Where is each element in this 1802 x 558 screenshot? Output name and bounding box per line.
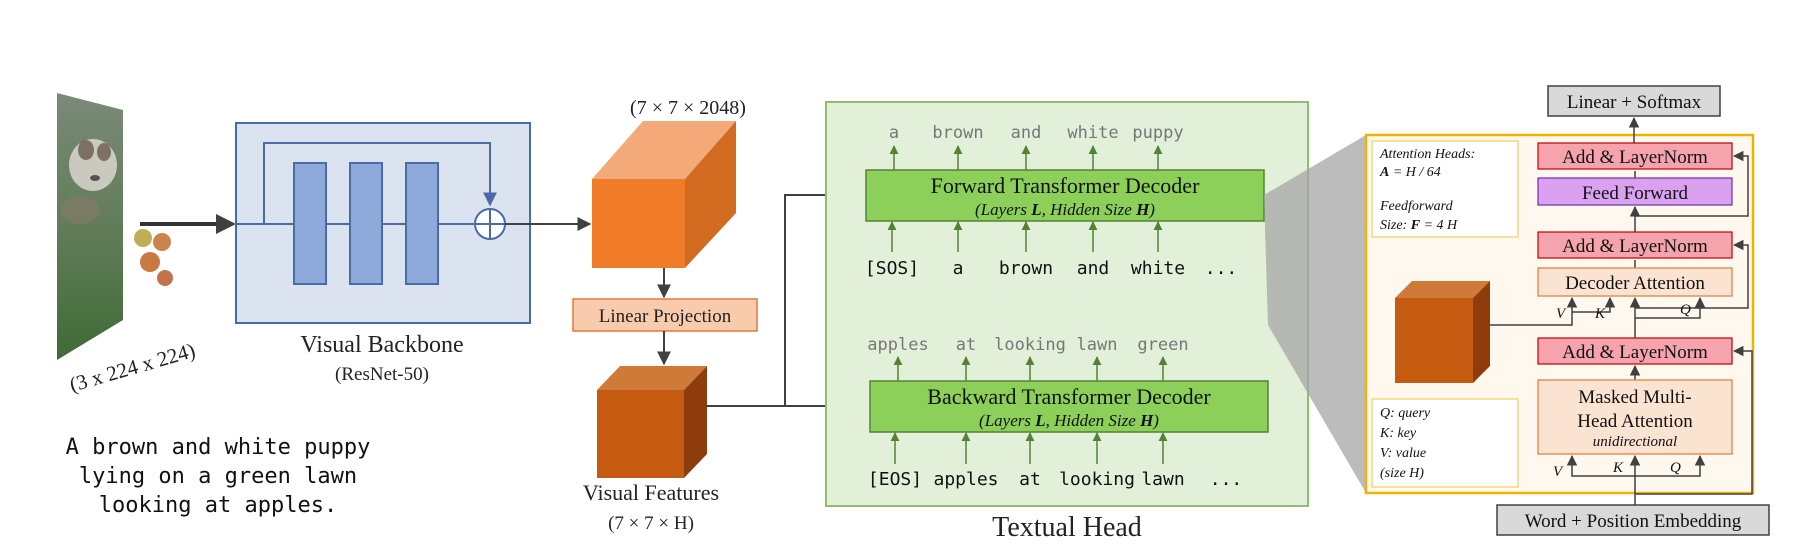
add-norm-label-mid: Add & LayerNorm [1562,236,1708,257]
masked-attention-line1: Masked Multi- [1578,387,1691,408]
backward-decoder-subtitle: (Layers L, Hidden Size H) [979,411,1159,430]
backward-output-tokens: apples at looking lawn green [867,335,1189,381]
masked-attention-line2: Head Attention [1577,411,1693,432]
forward-decoder-subtitle: (Layers L, Hidden Size H) [975,200,1155,219]
resnet-block-3 [405,162,439,285]
linear-projection-label: Linear Projection [599,306,732,327]
add-norm-label-top: Add & LayerNorm [1562,147,1708,168]
embedding-box [1496,504,1770,536]
decoder-attention-box [1537,267,1733,297]
masked-attention-box [1537,379,1733,455]
encoder-cube [1395,281,1490,383]
forward-output-token: a [889,123,899,143]
backward-input-token: at [1019,469,1041,490]
forward-output-tokens: a brown and white puppy [889,123,1184,170]
port-q-upper: Q [1680,302,1691,318]
attn-note-line4: Size: F = 4 H [1380,218,1458,233]
sum-circle-icon [474,208,506,240]
backward-input-token: apples [933,469,998,490]
input-image: (3 x 224 x 224) [57,93,198,397]
visual-features-dims: (7 × 7 × H) [608,513,694,534]
qkv-note-line3: V: value [1380,446,1426,461]
forward-input-tokens: [SOS] a brown and white... [865,221,1238,279]
caption: A brown and white puppy lying on a green… [66,435,371,518]
forward-input-token: [SOS] [865,258,919,279]
feed-forward-label: Feed Forward [1582,183,1689,204]
resnet-block-1 [293,162,327,285]
backward-input-tokens: [EOS] apples at looking lawn... [868,432,1243,490]
backward-decoder-title: Backward Transformer Decoder [927,384,1211,409]
embedding-label: Word + Position Embedding [1525,511,1742,532]
forward-output-token: and [1011,123,1042,143]
forward-output-token: brown [932,123,983,143]
qkv-note-line4: (size H) [1380,466,1424,481]
backbone-title: Visual Backbone [300,332,463,358]
attn-note-line1: Attention Heads: [1379,147,1475,162]
backward-output-token: lawn [1077,335,1118,355]
backward-output-token: green [1137,335,1188,355]
linear-projection-box: Linear Projection [572,298,758,332]
resnet-block-2 [349,162,383,285]
feature-cube: (7 × 7 × 2048) [592,97,746,268]
backward-output-token: apples [867,335,928,355]
forward-input-token: and [1077,258,1110,279]
backward-output-token: looking [994,335,1066,355]
port-v-upper: V [1556,306,1567,322]
port-k-upper: K [1594,306,1606,322]
backward-input-token: [EOS] [868,469,922,490]
forward-output-token: white [1067,123,1118,143]
backward-input-token: ... [1210,469,1243,490]
decoder-detail-panel: Linear + Softmax Word + Position Embeddi… [1364,85,1770,536]
feature-map-dims: (7 × 7 × 2048) [630,97,746,119]
backward-input-token: lawn [1141,469,1184,490]
textual-head-title: Textual Head [992,512,1142,543]
visual-backbone: Visual Backbone (ResNet-50) [235,122,531,385]
forward-input-token: a [953,258,964,279]
forward-input-token: white [1131,258,1185,279]
linear-softmax-label: Linear + Softmax [1567,92,1702,113]
backward-output-token: at [956,335,976,355]
qkv-note-line2: K: key [1379,426,1417,441]
add-norm-label-low: Add & LayerNorm [1562,342,1708,363]
attention-note-box [1371,140,1519,238]
forward-decoder-title: Forward Transformer Decoder [931,173,1200,198]
forward-decoder: Forward Transformer Decoder (Layers L, H… [865,169,1265,222]
add-norm-box-top [1537,142,1733,170]
puppy-photo [57,93,123,360]
forward-output-token: puppy [1132,123,1183,143]
caption-line-3: looking at apples. [99,493,337,518]
backward-input-token: looking [1059,469,1135,490]
masked-attention-sub: unidirectional [1593,434,1677,450]
zoom-wedge [1264,135,1366,493]
forward-input-token: ... [1205,258,1238,279]
backward-decoder: Backward Transformer Decoder (Layers L, … [869,380,1269,433]
decoder-attention-label: Decoder Attention [1565,273,1705,294]
feed-forward-box [1537,177,1733,206]
caption-line-2: lying on a green lawn [79,464,357,489]
qkv-note-line1: Q: query [1380,406,1431,421]
port-v-lower: V [1553,464,1564,480]
visual-features-title: Visual Features [583,480,719,505]
image-dims-label: (3 x 224 x 224) [67,338,198,397]
port-k-lower: K [1612,460,1624,476]
linear-softmax-box [1547,85,1721,117]
attn-note-line2: A = H / 64 [1379,165,1441,180]
attn-note-line3: Feedforward [1379,199,1454,214]
add-norm-box-low [1537,337,1733,365]
qkv-note-box [1371,398,1519,488]
caption-line-1: A brown and white puppy [66,435,371,460]
port-q-lower: Q [1670,460,1681,476]
add-norm-box-mid [1537,231,1733,259]
textual-head: Textual Head Forward Transformer Decoder… [825,101,1309,543]
visual-features-cube: Visual Features (7 × 7 × H) [583,366,719,534]
forward-input-token: brown [999,258,1053,279]
backbone-subtitle: (ResNet-50) [335,364,429,385]
